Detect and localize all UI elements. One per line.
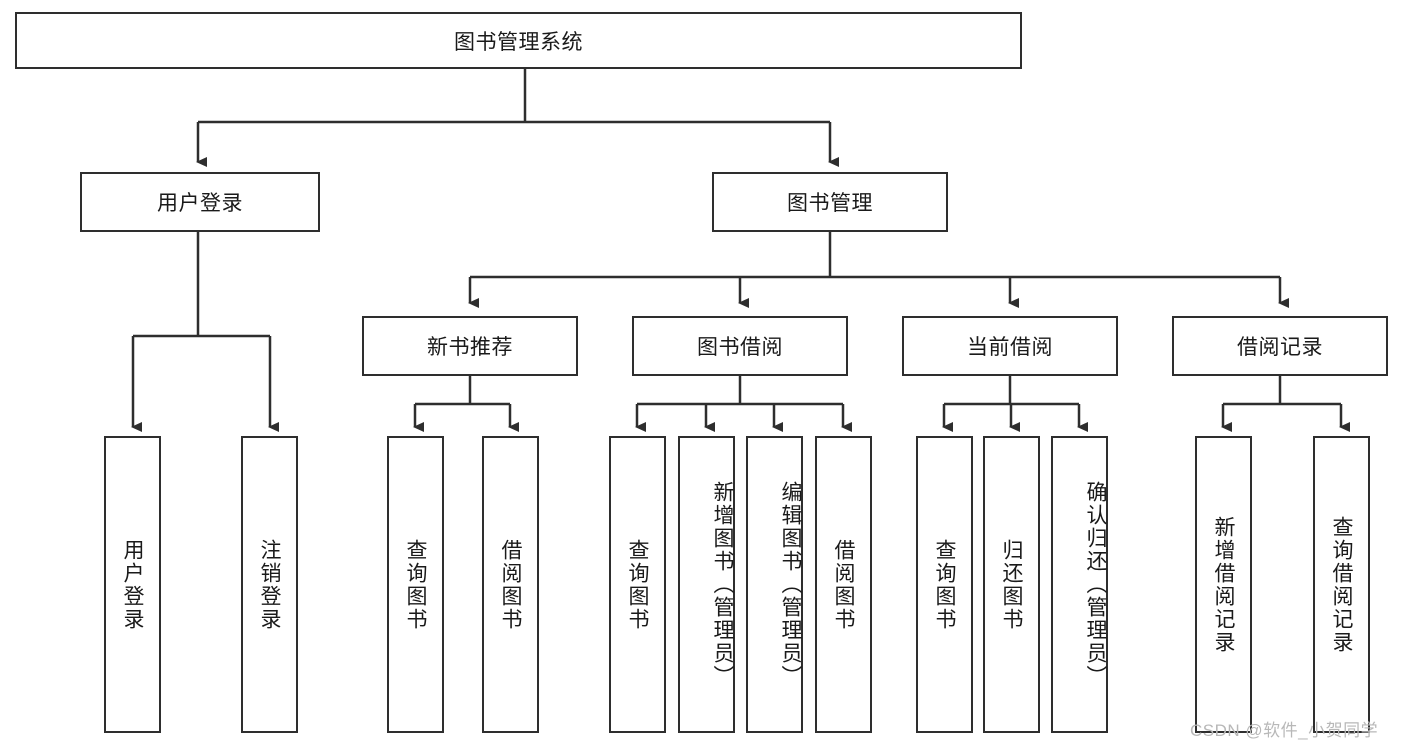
node-leaf-borrow-book-1[interactable]: 借阅图书 (482, 436, 539, 733)
node-label: 查询图书 (933, 538, 956, 631)
node-label: 图书管理 (787, 192, 873, 215)
node-label: 新增图书（管理员） (711, 481, 734, 688)
node-label: 新书推荐 (427, 336, 513, 359)
node-label: 编辑图书（管理员） (779, 481, 802, 688)
node-label: 查询图书 (626, 538, 649, 631)
node-leaf-query-record[interactable]: 查询借阅记录 (1313, 436, 1370, 733)
node-label: 图书管理系统 (454, 30, 583, 54)
node-label: 用户登录 (157, 192, 243, 215)
node-label: 新增借阅记录 (1212, 515, 1235, 654)
node-leaf-query-book-3[interactable]: 查询图书 (916, 436, 973, 733)
node-label: 当前借阅 (967, 336, 1053, 359)
node-label: 归还图书 (1000, 538, 1023, 631)
node-leaf-add-record[interactable]: 新增借阅记录 (1195, 436, 1252, 733)
node-leaf-user-logout[interactable]: 注销登录 (241, 436, 298, 733)
csdn-watermark: CSDN @软件_小贺同学 (1190, 721, 1379, 740)
node-book-borrow[interactable]: 图书借阅 (632, 316, 848, 376)
node-label: 用户登录 (121, 538, 144, 631)
node-label: 注销登录 (258, 538, 281, 631)
node-leaf-add-book[interactable]: 新增图书（管理员） (678, 436, 735, 733)
node-book-management[interactable]: 图书管理 (712, 172, 948, 232)
node-label: 借阅图书 (832, 538, 855, 631)
node-new-book-recommend[interactable]: 新书推荐 (362, 316, 578, 376)
node-label: 图书借阅 (697, 336, 783, 359)
node-leaf-borrow-book-2[interactable]: 借阅图书 (815, 436, 872, 733)
node-leaf-return-book[interactable]: 归还图书 (983, 436, 1040, 733)
node-label: 查询借阅记录 (1330, 515, 1353, 654)
node-leaf-user-login[interactable]: 用户登录 (104, 436, 161, 733)
node-label: 确认归还（管理员） (1084, 481, 1107, 688)
node-label: 查询图书 (404, 538, 427, 631)
node-root-book-management-system[interactable]: 图书管理系统 (15, 12, 1022, 69)
node-leaf-query-book-2[interactable]: 查询图书 (609, 436, 666, 733)
node-borrow-record[interactable]: 借阅记录 (1172, 316, 1388, 376)
node-label: 借阅图书 (499, 538, 522, 631)
node-leaf-edit-book[interactable]: 编辑图书（管理员） (746, 436, 803, 733)
node-leaf-query-book-1[interactable]: 查询图书 (387, 436, 444, 733)
node-label: 借阅记录 (1237, 336, 1323, 359)
node-user-login[interactable]: 用户登录 (80, 172, 320, 232)
node-current-borrow[interactable]: 当前借阅 (902, 316, 1118, 376)
node-leaf-confirm-return[interactable]: 确认归还（管理员） (1051, 436, 1108, 733)
